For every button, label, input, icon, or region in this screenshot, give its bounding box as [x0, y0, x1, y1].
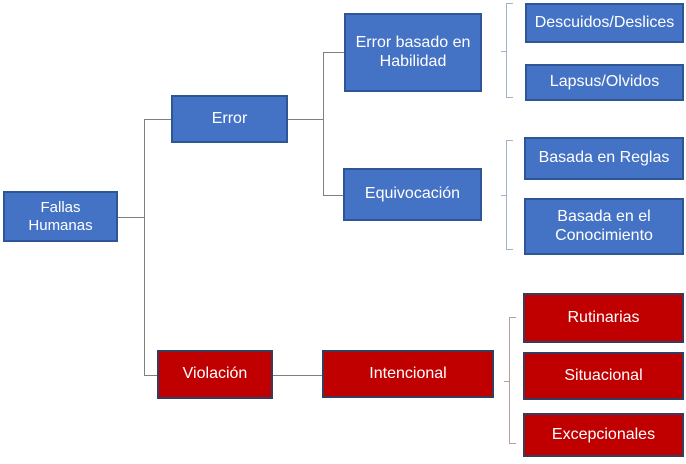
- bracket-violation-group-icon: [504, 317, 516, 444]
- connector-violacion-to-intencional: [273, 375, 322, 376]
- node-situacional: Situacional: [523, 352, 684, 400]
- node-fallas-humanas: Fallas Humanas: [3, 191, 118, 242]
- connector-error-branch-vertical: [323, 52, 324, 196]
- node-basada-en-el-conocimiento: Basada en el Conocimiento: [524, 198, 684, 255]
- node-violacion: Violación: [157, 350, 273, 399]
- bracket-tick-icon: [501, 195, 506, 196]
- bracket-skill-group-icon: [501, 3, 513, 98]
- connector-trunk-to-error: [145, 119, 171, 120]
- node-excepcionales: Excepcionales: [523, 413, 684, 457]
- bracket-tick-icon: [504, 380, 509, 382]
- connector-trunk-to-violacion: [145, 375, 157, 376]
- bracket-tick-icon: [501, 50, 506, 52]
- node-lapsus-olvidos: Lapsus/Olvidos: [525, 64, 684, 101]
- node-equivocacion: Equivocación: [343, 168, 482, 221]
- bracket-mistake-group-icon: [501, 140, 513, 250]
- node-error: Error: [171, 95, 288, 143]
- node-descuidos-deslices: Descuidos/Deslices: [525, 3, 684, 43]
- node-intencional: Intencional: [322, 350, 494, 398]
- connector-branch-to-habilidad: [324, 52, 344, 53]
- connector-error-to-branch: [288, 119, 323, 120]
- node-basada-en-reglas: Basada en Reglas: [524, 137, 684, 180]
- node-rutinarias: Rutinarias: [523, 293, 684, 343]
- connector-root-to-trunk: [118, 217, 144, 218]
- connector-trunk-vertical: [144, 119, 145, 376]
- node-error-basado-en-habilidad: Error basado en Habilidad: [344, 13, 482, 92]
- connector-branch-to-equivocacion: [324, 195, 343, 196]
